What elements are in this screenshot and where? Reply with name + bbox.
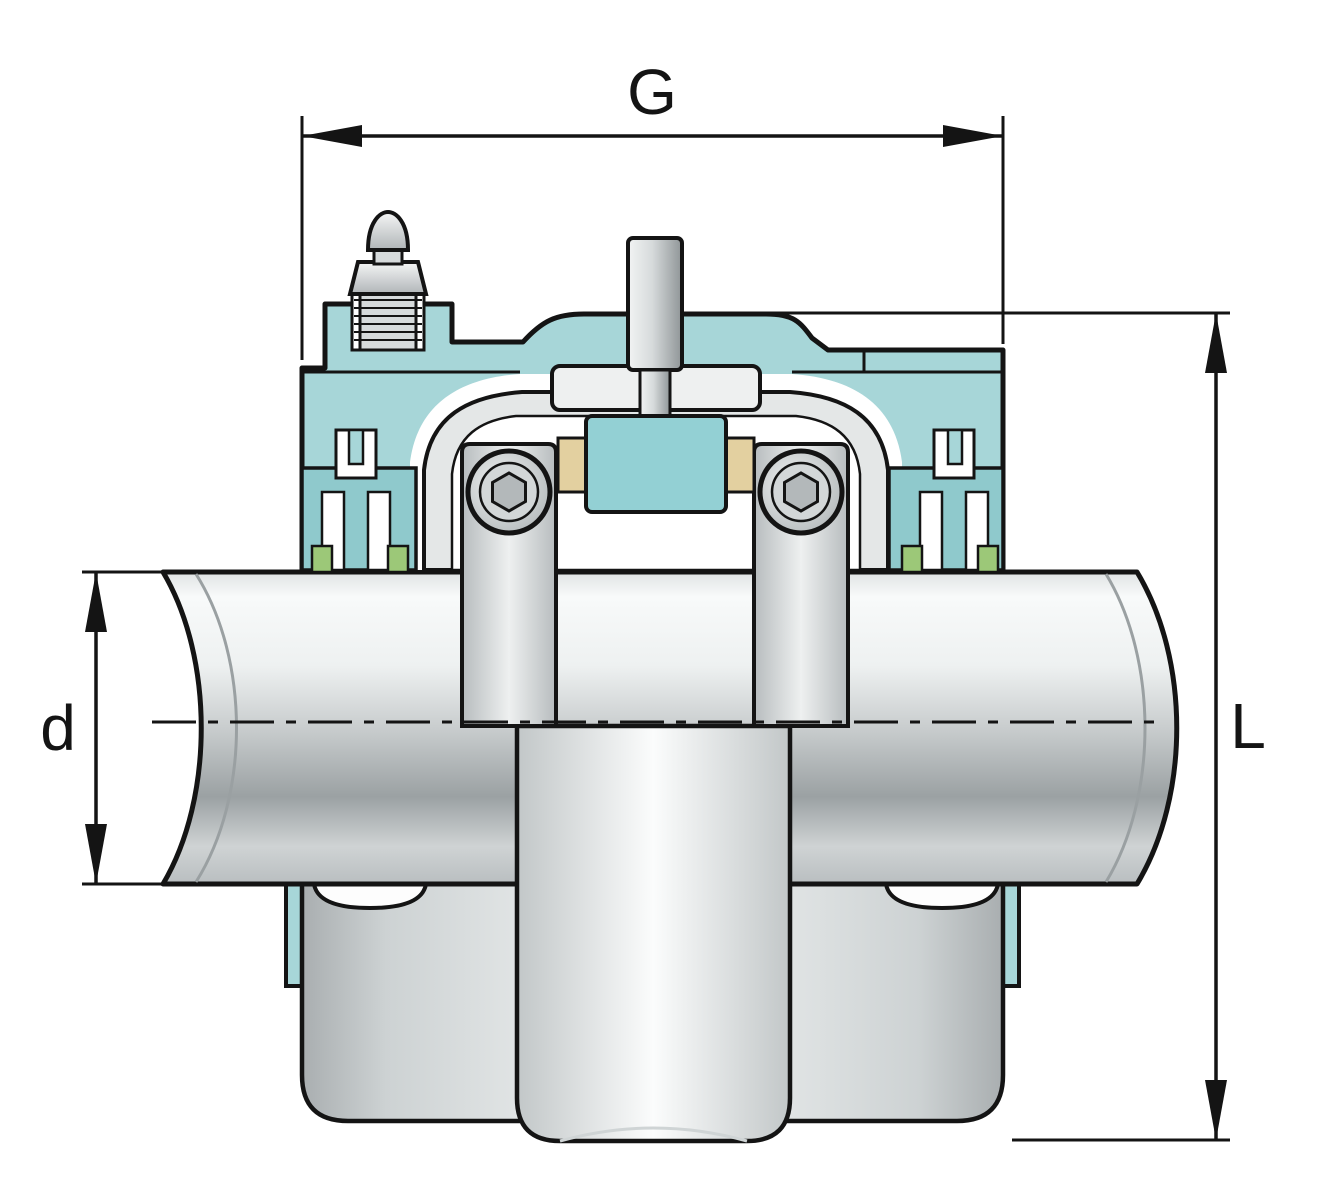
dimension-d: d xyxy=(40,570,168,886)
hex-socket-screw-left xyxy=(465,448,553,536)
shaft-break-line-right xyxy=(1104,573,1147,883)
seal-ring xyxy=(310,544,334,574)
arrowhead-left xyxy=(302,125,362,147)
hex-socket-screw-right xyxy=(757,448,845,536)
seal-ring xyxy=(976,544,1000,574)
spacer-left xyxy=(556,436,588,494)
hex-socket xyxy=(491,471,527,513)
grease-nipple xyxy=(347,209,429,352)
dimension-label-l: L xyxy=(1230,690,1266,762)
arrowhead-down xyxy=(85,824,107,884)
hex-socket xyxy=(783,471,819,513)
thread-hatching xyxy=(354,299,422,341)
seal-tooth xyxy=(946,428,964,466)
seal-ring xyxy=(900,544,924,574)
arrowhead-down xyxy=(1205,1080,1227,1140)
nipple-hex-cap xyxy=(347,260,429,296)
dimension-label-d: d xyxy=(40,692,76,764)
spacer-right xyxy=(724,436,756,494)
arrowhead-up xyxy=(85,572,107,632)
center-assembly xyxy=(550,236,762,514)
adapter-sleeve xyxy=(514,723,793,1144)
dimension-l: L xyxy=(690,311,1266,1142)
nipple-ball-head xyxy=(365,209,411,252)
sleeve-column xyxy=(514,723,793,1144)
seal-ring xyxy=(386,544,410,574)
shaft-break-line-left xyxy=(194,573,238,883)
dimension-g: G xyxy=(300,56,1005,360)
dimension-label-g: G xyxy=(627,56,677,128)
sleeve-bottom-seam xyxy=(559,1126,748,1143)
locating-pin-upper xyxy=(626,236,684,372)
labyrinth-seal-right xyxy=(887,428,1005,574)
seal-slot xyxy=(366,490,392,572)
seal-slot xyxy=(918,490,944,572)
arrowhead-right xyxy=(943,125,1003,147)
seal-tooth xyxy=(347,428,365,466)
arrowhead-up xyxy=(1205,313,1227,373)
roller-element xyxy=(584,414,728,514)
labyrinth-seal-left xyxy=(300,428,418,574)
